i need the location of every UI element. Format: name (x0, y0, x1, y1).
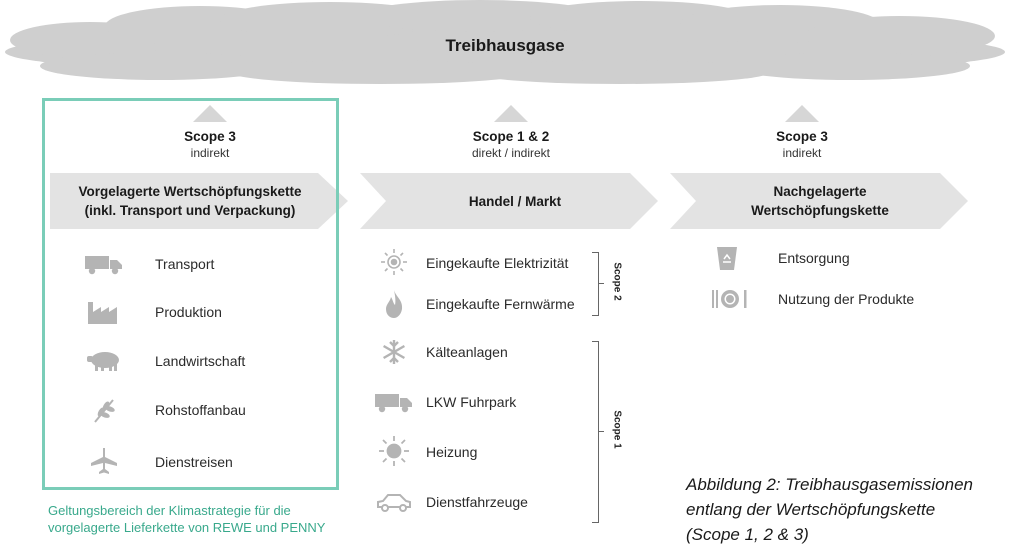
scope-box-note: Geltungsbereich der Klimastrategie für d… (48, 502, 368, 536)
item-label: Transport (155, 256, 215, 272)
snowflake-icon (372, 338, 416, 366)
chevron-label-line1: Vorgelagerte Wertschöpfungskette (78, 184, 302, 199)
scope-2-bracket (592, 252, 599, 316)
value-chain-arrows (50, 173, 968, 229)
item-label: Kälteanlagen (426, 344, 508, 360)
cloud-title: Treibhausgase (445, 36, 565, 55)
scope-title: Scope 3 (776, 129, 828, 144)
caption-line: entlang der Wertschöpfungskette (686, 500, 936, 519)
item-label: Heizung (426, 444, 478, 460)
car-icon (372, 488, 416, 516)
scope-1-bracket (592, 341, 599, 523)
chevron-downstream-label: Nachgelagerte Wertschöpfungskette (700, 173, 940, 229)
scope-subtitle: indirekt (782, 146, 822, 160)
chevron-label-line2: Wertschöpfungskette (751, 203, 889, 218)
climate-strategy-scope-box (42, 98, 339, 490)
scope-title: Scope 3 (184, 129, 236, 144)
truck-icon (82, 250, 126, 278)
chevron-retail (360, 173, 658, 229)
greenhouse-gas-cloud (5, 0, 1005, 84)
recycle-bin-icon (705, 244, 749, 272)
scope-2-label: Scope 2 (611, 262, 623, 301)
note-line: Geltungsbereich der Klimastrategie für d… (48, 503, 291, 518)
pig-icon (82, 347, 126, 375)
emission-arrow-icon (494, 105, 528, 122)
chevron-upstream (50, 173, 348, 229)
item-label: Produktion (155, 304, 222, 320)
note-line: vorgelagerte Lieferkette von REWE und PE… (48, 520, 326, 535)
chevron-retail-label: Handel / Markt (395, 173, 635, 229)
emission-arrow-icon (785, 105, 819, 122)
chevron-upstream-label: Vorgelagerte Wertschöpfungskette (inkl. … (55, 173, 325, 229)
caption-line: Abbildung 2: Treibhausgasemissionen (686, 475, 973, 494)
cutlery-icon (708, 285, 752, 313)
item-label: Dienstfahrzeuge (426, 494, 528, 510)
scope-header-upstream: Scope 3 indirekt (110, 129, 310, 160)
factory-icon (82, 298, 126, 326)
scope-subtitle: indirekt (190, 146, 230, 160)
flame-icon (372, 290, 416, 318)
item-label: LKW Fuhrpark (426, 394, 517, 410)
caption-line: (Scope 1, 2 & 3) (686, 525, 809, 544)
chevron-label-line2: (inkl. Transport und Verpackung) (84, 203, 296, 218)
scope-2-bracket-tick (598, 283, 604, 284)
chevron-label-line1: Nachgelagerte (773, 184, 867, 199)
emission-arrow-icon (193, 105, 227, 122)
item-label: Eingekaufte Elektrizität (426, 255, 569, 271)
scope-1-bracket-tick (598, 431, 604, 432)
scope-header-downstream: Scope 3 indirekt (702, 129, 902, 160)
lightbulb-icon (372, 248, 416, 276)
item-label: Eingekaufte Fernwärme (426, 296, 575, 312)
chevron-downstream (670, 173, 968, 229)
item-label: Rohstoffanbau (155, 402, 246, 418)
scope-subtitle: direkt / indirekt (471, 146, 551, 160)
scope-1-label: Scope 1 (611, 410, 623, 449)
scope-title: Scope 1 & 2 (472, 129, 550, 144)
truck-icon (372, 388, 416, 416)
item-label: Entsorgung (778, 250, 850, 266)
chevron-label-line1: Handel / Markt (468, 193, 562, 209)
item-label: Nutzung der Produkte (778, 291, 915, 307)
scope-header-retail: Scope 1 & 2 direkt / indirekt (411, 129, 611, 160)
airplane-icon (82, 447, 126, 475)
leaf-icon (82, 396, 126, 424)
item-label: Landwirtschaft (155, 353, 246, 369)
sun-icon (372, 436, 416, 466)
item-label: Dienstreisen (155, 454, 233, 470)
